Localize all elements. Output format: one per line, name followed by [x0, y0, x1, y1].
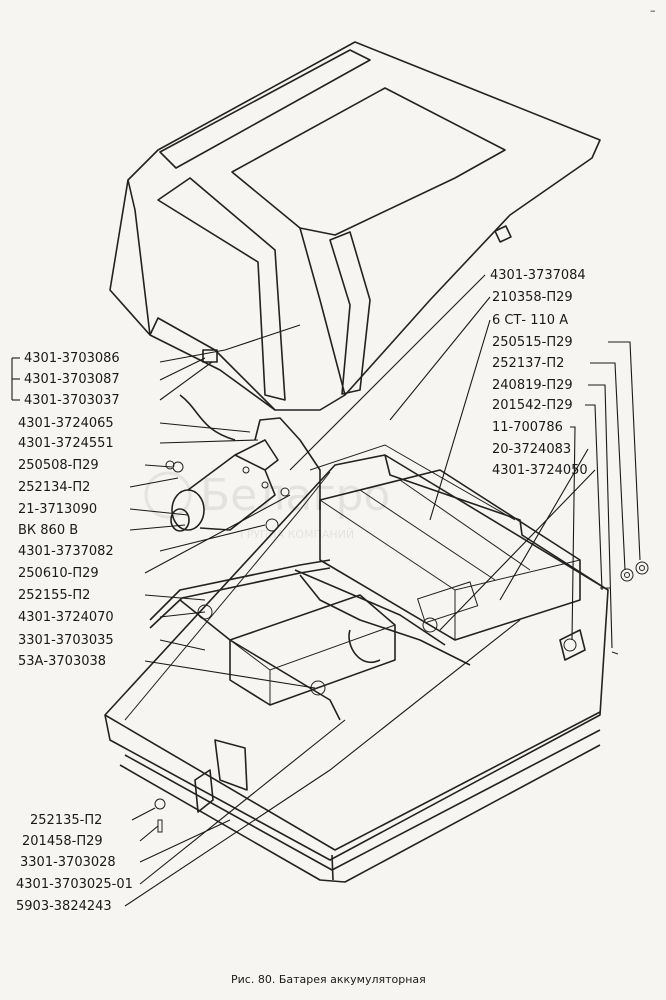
- label-6ST-110A: 6 СТ- 110 А: [492, 313, 568, 328]
- label-3301-3703028: 3301-3703028: [20, 855, 116, 870]
- label-240819-P29: 240819-П29: [492, 378, 573, 393]
- label-21-3713090: 21-3713090: [18, 502, 97, 517]
- label-250508-P29: 250508-П29: [18, 458, 99, 473]
- label-20-3724083: 20-3724083: [492, 442, 571, 457]
- label-5903-3824243: 5903-3824243: [16, 899, 112, 914]
- cable-harness: [149, 559, 471, 721]
- label-252134-P2: 252134-П2: [18, 480, 90, 495]
- label-201542-P29: 201542-П29: [492, 398, 573, 413]
- label-4301-3703086: 4301-3703086: [24, 351, 120, 366]
- label-4301-3703025-01: 4301-3703025-01: [16, 877, 133, 892]
- fasteners-right: [600, 561, 649, 655]
- corner-mark: –: [650, 4, 656, 17]
- label-252155-P2: 252155-П2: [18, 588, 90, 603]
- label-4301-3724050: 4301-3724050: [492, 463, 588, 478]
- figure-caption: Рис. 80. Батарея аккумуляторная: [231, 973, 426, 986]
- label-252137-P2: 252137-П2: [492, 356, 564, 371]
- label-4301-3724551: 4301-3724551: [18, 436, 114, 451]
- watermark: Белагро ГРУППА КОМПАНИЙ: [144, 470, 390, 541]
- battery-box: [104, 444, 609, 883]
- battery-cover: [109, 41, 601, 411]
- label-252135-P2: 252135-П2: [30, 813, 102, 828]
- labels-right: 4301-3737084 210358-П29 6 СТ- 110 А 2505…: [490, 268, 588, 478]
- label-250515-P29: 250515-П29: [492, 335, 573, 350]
- watermark-brand: Белагро: [200, 470, 390, 521]
- ground-switch: [165, 394, 321, 532]
- fasteners-bottom: [154, 798, 166, 833]
- label-3301-3703035: 3301-3703035: [18, 633, 114, 648]
- labels-bottom: 252135-П2 201458-П29 3301-3703028 4301-3…: [16, 813, 133, 914]
- label-4301-3737084: 4301-3737084: [490, 268, 586, 283]
- label-201458-P29: 201458-П29: [22, 834, 103, 849]
- label-53A-3703038: 53А-3703038: [18, 654, 106, 669]
- label-4301-3724070: 4301-3724070: [18, 610, 114, 625]
- leader-lines-left: [11, 324, 316, 689]
- label-4301-3703087: 4301-3703087: [24, 372, 120, 387]
- label-VK-860-V: ВК 860 В: [18, 523, 78, 538]
- watermark-subtitle: ГРУППА КОМПАНИЙ: [240, 528, 354, 541]
- labels-left: 4301-3703086 4301-3703087 4301-3703037 4…: [18, 351, 120, 669]
- leader-lines-bottom: [124, 619, 521, 907]
- label-4301-3737082: 4301-3737082: [18, 544, 114, 559]
- label-250610-P29: 250610-П29: [18, 566, 99, 581]
- label-210358-P29: 210358-П29: [492, 290, 573, 305]
- label-11-700786: 11-700786: [492, 420, 563, 435]
- label-4301-3724065: 4301-3724065: [18, 416, 114, 431]
- leader-lines-right: [289, 274, 641, 649]
- label-4301-3703037: 4301-3703037: [24, 393, 120, 408]
